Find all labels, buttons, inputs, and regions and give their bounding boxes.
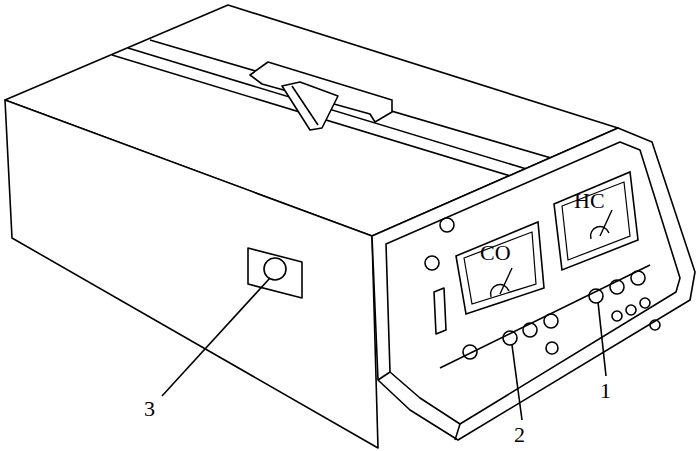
meter-outline (550, 168, 642, 276)
callout-number: 2 (512, 424, 527, 446)
meter-label: CO (480, 242, 511, 264)
meter-label: HC (574, 190, 605, 212)
meter-outline (452, 218, 548, 318)
meter-window: CO (452, 218, 548, 318)
callout-number: 3 (142, 398, 157, 420)
meter-window: HC (550, 168, 642, 276)
callout-number: 1 (598, 380, 613, 402)
